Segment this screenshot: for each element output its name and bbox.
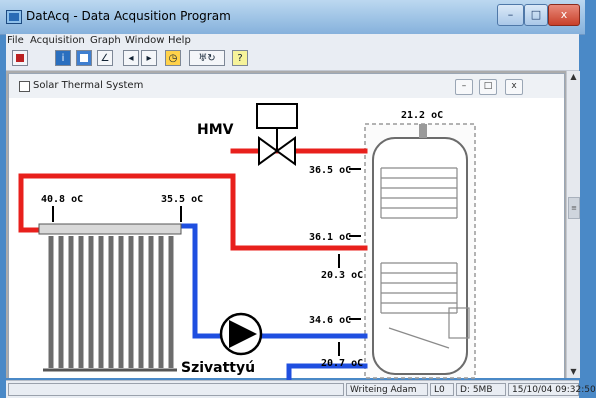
window-title: DatAcq - Data Acqusition Program — [26, 9, 231, 23]
reading-tank-3: 20.3 oC — [321, 270, 363, 281]
app-icon — [6, 10, 22, 24]
close-button[interactable]: x — [548, 4, 580, 26]
child-minimize-button[interactable]: – — [455, 79, 473, 95]
child-maximize-button[interactable]: □ — [479, 79, 497, 95]
status-level: L0 — [430, 383, 454, 396]
stop-icon[interactable] — [12, 50, 28, 66]
save-icon[interactable] — [76, 50, 92, 66]
child-window: Solar Thermal System – □ x — [8, 73, 565, 381]
system-diagram: HMV Szivattyú 40.8 oC 35.5 oC 21.2 oC 36… — [9, 98, 564, 381]
menu-help[interactable]: Help — [168, 35, 191, 46]
cold-pipes — [178, 223, 368, 381]
pump-label: Szivattyú — [181, 360, 255, 376]
storage-tank — [364, 123, 476, 379]
reading-collector-in: 40.8 oC — [41, 194, 83, 205]
toolbar: i ∠ ◂ ▸ ◷ ♅↻ ? — [6, 48, 579, 71]
solar-collector — [38, 223, 182, 372]
status-datetime: 15/10/04 09:32:50 — [508, 383, 596, 396]
chart-icon[interactable]: ∠ — [97, 50, 113, 66]
reading-tank-1: 36.5 oC — [309, 165, 351, 176]
scroll-thumb[interactable]: ≡ — [568, 197, 580, 219]
title-bar: DatAcq - Data Acqusition Program – □ x — [0, 0, 585, 35]
status-message — [8, 383, 344, 396]
minimize-button[interactable]: – — [497, 4, 524, 26]
child-title: Solar Thermal System — [33, 80, 144, 91]
child-title-bar: Solar Thermal System – □ x — [9, 74, 564, 99]
menu-bar: File Acquisition Graph Window Help — [6, 34, 579, 48]
status-bar: Writeing Adam L0 D: 5MB 15/10/04 09:32:5… — [6, 380, 596, 398]
menu-window[interactable]: Window — [125, 35, 165, 46]
menu-acquisition[interactable]: Acquisition — [30, 35, 85, 46]
reading-collector-out: 35.5 oC — [161, 194, 203, 205]
vertical-scrollbar[interactable]: ▲ ≡ ▼ — [566, 71, 580, 378]
scroll-up-icon[interactable]: ▲ — [570, 72, 577, 81]
next-icon[interactable]: ▸ — [141, 50, 157, 66]
hmv-label: HMV — [197, 122, 234, 138]
scroll-down-icon[interactable]: ▼ — [570, 367, 577, 376]
menu-graph[interactable]: Graph — [90, 35, 121, 46]
sensor-ticks — [52, 168, 361, 356]
hot-pipes — [18, 148, 368, 251]
clock-icon[interactable]: ◷ — [165, 50, 181, 66]
window-icon — [19, 81, 30, 92]
pump-icon — [219, 312, 263, 356]
reading-tank-5: 20.7 oC — [321, 358, 363, 369]
status-disk: D: 5MB — [456, 383, 506, 396]
prev-icon[interactable]: ◂ — [123, 50, 139, 66]
settings-icon[interactable]: ♅↻ — [189, 50, 225, 66]
diagram-svg: HMV Szivattyú 40.8 oC 35.5 oC 21.2 oC 36… — [18, 103, 476, 381]
help-icon[interactable]: ? — [232, 50, 248, 66]
status-user: Writeing Adam — [346, 383, 428, 396]
valve-icon — [256, 103, 298, 166]
reading-tank-top: 21.2 oC — [401, 110, 443, 121]
child-close-button[interactable]: x — [505, 79, 523, 95]
reading-tank-4: 34.6 oC — [309, 315, 351, 326]
maximize-button[interactable]: □ — [524, 4, 548, 26]
reading-tank-2: 36.1 oC — [309, 232, 351, 243]
menu-file[interactable]: File — [7, 35, 24, 46]
info-icon[interactable]: i — [55, 50, 71, 66]
